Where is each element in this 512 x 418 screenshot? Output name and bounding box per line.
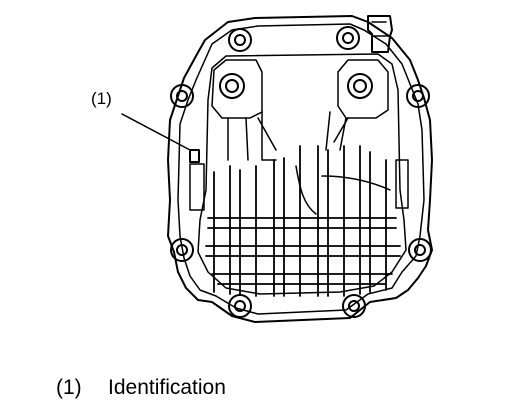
cover-inner-rim [177,23,425,315]
identification-mark [189,149,200,163]
legend: (1) Identification [56,376,226,400]
callout-leader-line [121,113,191,151]
cover-outline [167,15,433,323]
callout-number-label: (1) [91,89,112,108]
legend-item-text: Identification [108,376,226,399]
inner-plate [197,53,407,295]
breather-connector [367,15,393,53]
bolt-icon [170,26,432,318]
legend-item-number: (1) [56,376,82,399]
